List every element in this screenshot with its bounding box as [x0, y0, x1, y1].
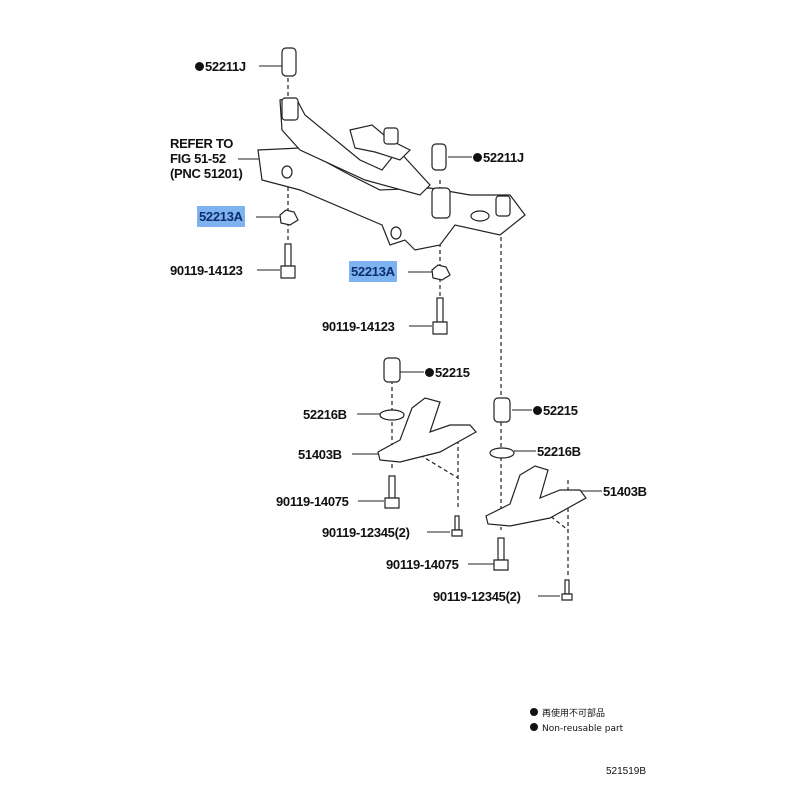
label-washer-left: 52216B	[303, 407, 347, 422]
label-bushing-lower-left: 52215	[425, 365, 470, 380]
bolts	[280, 243, 573, 601]
label-bolt-right: 90119-14123	[322, 319, 395, 334]
label-stopper-right[interactable]: 52213A	[349, 261, 397, 282]
non-reusable-dot-icon	[530, 708, 538, 716]
label-brace-right: 51403B	[603, 484, 647, 499]
non-reusable-dot-icon	[530, 723, 538, 731]
refer-note: REFER TO FIG 51-52 (PNC 51201)	[170, 136, 243, 181]
non-reusable-dot-icon	[473, 153, 482, 162]
label-bushing-lower-right: 52215	[533, 403, 578, 418]
label-stopper-left[interactable]: 52213A	[197, 206, 245, 227]
non-reusable-dot-icon	[533, 406, 542, 415]
label-bushing-upper-right: 52211J	[473, 150, 524, 165]
label-brace-bolt-right: 90119-14075	[386, 557, 459, 572]
braces	[377, 397, 587, 527]
part-number: 52211J	[205, 59, 246, 74]
label-brace-left: 51403B	[298, 447, 342, 462]
leader-lines	[238, 65, 602, 597]
label-brace-bolt-left: 90119-14075	[276, 494, 349, 509]
legend-japanese: 再使用不可部品	[530, 706, 605, 719]
part-number: 52215	[435, 365, 470, 380]
non-reusable-dot-icon	[425, 368, 434, 377]
label-brace-screw-right: 90119-12345(2)	[433, 589, 521, 604]
label-bushing-upper-left: 52211J	[195, 59, 246, 74]
legend-english: Non-reusable part	[530, 723, 623, 734]
bushings	[281, 47, 511, 423]
stoppers	[279, 209, 515, 459]
label-brace-screw-left: 90119-12345(2)	[322, 525, 410, 540]
part-number: 52211J	[483, 150, 524, 165]
label-bolt-left: 90119-14123	[170, 263, 243, 278]
refer-line-1: REFER TO	[170, 136, 234, 151]
refer-line-3: (PNC 51201)	[170, 166, 243, 181]
figure-code: 521519B	[606, 766, 647, 777]
legend-text: 再使用不可部品	[542, 709, 606, 719]
non-reusable-dot-icon	[195, 62, 204, 71]
label-washer-right: 52216B	[537, 444, 581, 459]
legend-text: Non-reusable part	[542, 724, 624, 734]
subframe	[257, 97, 526, 251]
part-number: 52215	[543, 403, 578, 418]
refer-line-2: FIG 51-52	[170, 151, 226, 166]
